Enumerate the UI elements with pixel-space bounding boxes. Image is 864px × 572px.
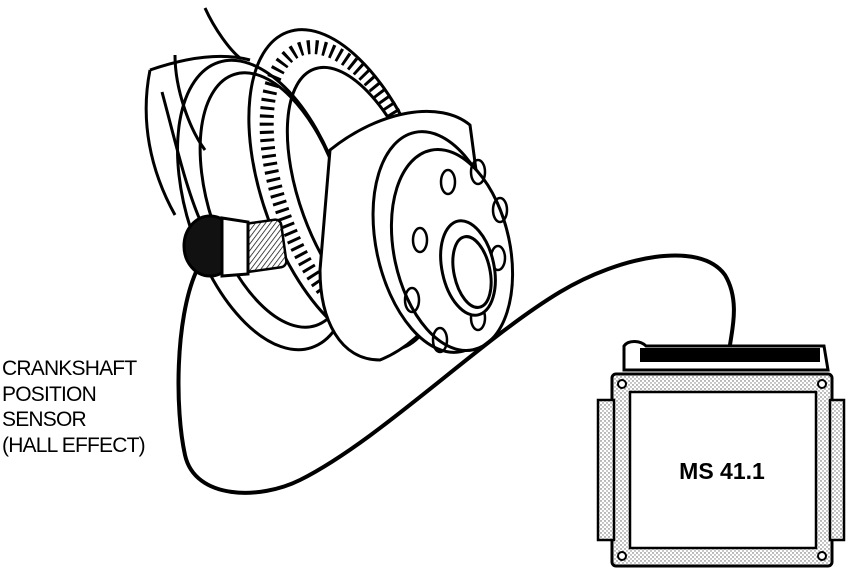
sensor-label-line: POSITION	[2, 382, 97, 406]
ecu-module: MS 41.1	[596, 340, 846, 568]
sensor-cable	[176, 253, 736, 495]
center-bore	[439, 219, 497, 317]
engine-outline	[203, 7, 241, 60]
bolt-holes	[403, 158, 509, 354]
sensor-label: CRANKSHAFT POSITION SENSOR (HALL EFFECT)	[2, 356, 146, 458]
ecu-label: MS 41.1	[679, 458, 765, 484]
sensor-label-line: (HALL EFFECT)	[2, 433, 146, 457]
ecu-panel	[628, 390, 818, 550]
sensor-label-line: SENSOR	[2, 408, 87, 431]
crankshaft-assembly	[144, 7, 515, 362]
crankshaft-position-sensor	[182, 214, 288, 278]
sensor-label-line: CRANKSHAFT	[2, 357, 137, 380]
